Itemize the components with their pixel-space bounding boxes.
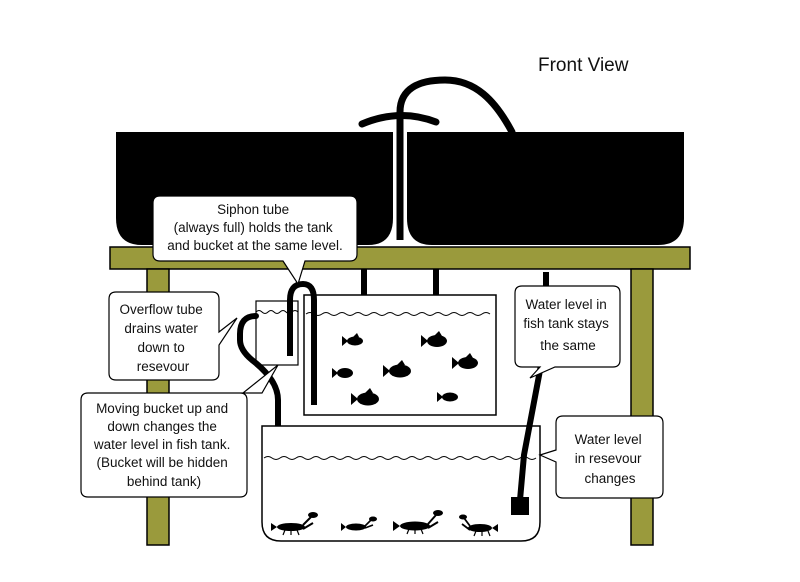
callout-moving-line: (Bucket will be hidden <box>96 455 227 470</box>
callout-overflow-line: down to <box>137 340 184 355</box>
crayfish-icon <box>341 516 377 531</box>
fish-icon <box>351 388 379 406</box>
reservoir <box>261 425 541 542</box>
pump <box>511 497 529 515</box>
callout-overflow-line: resevour <box>137 359 190 374</box>
svg-text:Overflow tube drains wat: Overflow tube drains water down to resev… <box>119 302 206 374</box>
crayfish-group <box>271 510 498 537</box>
callout-overflow-bubble <box>108 291 238 381</box>
overflow-tube <box>237 313 281 448</box>
callout-fish-level-line: the same <box>540 338 596 353</box>
fish-icon <box>383 360 411 378</box>
callout-res-level: Water level in resevour changes <box>538 415 664 499</box>
callout-siphon-line: (always full) holds the tank <box>174 220 333 235</box>
callout-fish-level-line: fish tank stays <box>523 316 609 331</box>
callout-fish-level-bubble <box>514 285 621 379</box>
grow-bed-right <box>407 132 684 245</box>
fish-tank-water-line <box>305 312 491 316</box>
crayfish-icon <box>393 510 443 535</box>
callout-siphon-line: Siphon tube <box>217 202 289 217</box>
callout-moving-line: behind tank) <box>127 474 201 489</box>
fish-icon <box>452 353 478 369</box>
callout-res-level-line: in resevour <box>575 451 642 466</box>
callout-moving: Moving bucket up and down changes the wa… <box>80 364 279 498</box>
callout-fish-level: Water level in fish tank stays the same <box>514 285 621 379</box>
fish-icon <box>421 331 447 347</box>
spray-bar <box>358 111 440 128</box>
diagram-title: Front View <box>538 55 629 76</box>
fish-icon <box>342 333 363 346</box>
callout-overflow: Overflow tube drains water down to resev… <box>108 291 238 381</box>
callout-res-level-line: Water level <box>575 432 642 447</box>
crayfish-icon <box>459 514 498 537</box>
svg-text:Water level in resevour: Water level in resevour changes <box>575 432 646 486</box>
callout-overflow-line: Overflow tube <box>119 302 202 317</box>
callout-siphon: Siphon tube (always full) holds the tank… <box>152 195 358 286</box>
callout-fish-level-line: Water level in <box>525 297 606 312</box>
crayfish-icon <box>271 512 318 536</box>
callout-siphon-bubble <box>152 195 358 286</box>
callout-moving-line: water level in fish tank. <box>93 437 231 452</box>
callout-siphon-line: and bucket at the same level. <box>167 238 343 253</box>
callout-res-level-line: changes <box>584 471 635 486</box>
fish-icon <box>332 368 353 378</box>
reservoir-water-line <box>263 456 537 460</box>
svg-text:Water level in fish tank: Water level in fish tank stays the same <box>523 297 612 353</box>
fish-group <box>332 331 478 406</box>
callout-moving-line: down changes the <box>107 419 217 434</box>
svg-text:Moving bucket up and dow: Moving bucket up and down changes the wa… <box>93 401 234 489</box>
fish-icon <box>437 392 458 402</box>
callout-res-level-bubble <box>538 415 664 499</box>
pump-line <box>396 76 516 136</box>
callout-moving-bubble <box>80 364 279 498</box>
callout-moving-line: Moving bucket up and <box>96 401 228 416</box>
svg-text:Siphon tube (always full: Siphon tube (always full) holds the tank… <box>167 202 343 253</box>
callout-overflow-line: drains water <box>124 321 198 336</box>
shelf-leg-right <box>630 268 654 546</box>
siphon-tube <box>287 280 317 405</box>
